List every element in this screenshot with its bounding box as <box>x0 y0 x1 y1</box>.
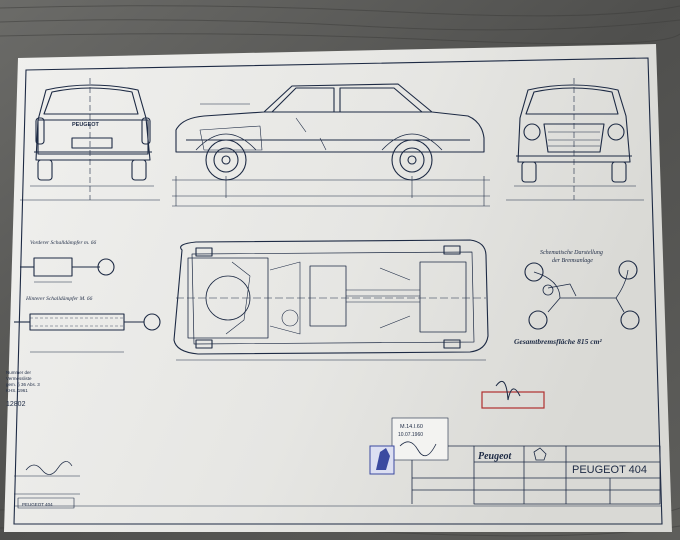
brake-area-label: Gesamtbremsfläche 815 cm² <box>514 337 602 346</box>
brake-title-line2: der Bremsanlage <box>552 258 593 264</box>
front-view-drawing <box>506 78 644 201</box>
info-line4: KHS. 1961 <box>6 388 28 393</box>
approval-stamp-text: M.14.I.60 <box>400 424 423 430</box>
info-line2: Vermessliste <box>6 376 32 381</box>
rear-muffler-drawing <box>14 313 161 353</box>
chassis-plan-drawing <box>173 239 489 361</box>
rear-view-drawing <box>20 78 160 201</box>
info-line3: gem. § 36 Abs. 3 <box>6 382 40 387</box>
brake-title-line1: Schematische Darstellung <box>540 250 603 256</box>
info-line1: Nummer der <box>6 370 32 375</box>
rear-muffler-label: Hinterer Schalldämpfer M. 66 <box>25 295 93 302</box>
signature-left <box>25 461 73 475</box>
rear-plate-text: PEUGEOT <box>72 122 100 128</box>
title-block-frame <box>411 445 661 505</box>
brake-schematic-drawing <box>524 260 640 330</box>
model-title: PEUGEOT 404 <box>572 464 647 476</box>
plate-label: PEUGEOT 404 <box>22 502 53 507</box>
brand-wordmark: Peugeot <box>478 451 513 462</box>
red-stamp <box>481 380 545 409</box>
left-info-frame <box>14 475 80 509</box>
registration-number: 12802 <box>6 401 26 408</box>
date-stamp-text: 10.07.1960 <box>398 432 423 438</box>
side-view-drawing <box>172 83 490 207</box>
front-muffler-drawing <box>20 257 115 283</box>
blue-emblem-stamp <box>369 445 395 475</box>
approval-stamp-box <box>391 417 449 461</box>
front-muffler-label: Vorderer Schalldämpfer m. 66 <box>30 239 96 246</box>
lion-emblem <box>533 447 547 461</box>
